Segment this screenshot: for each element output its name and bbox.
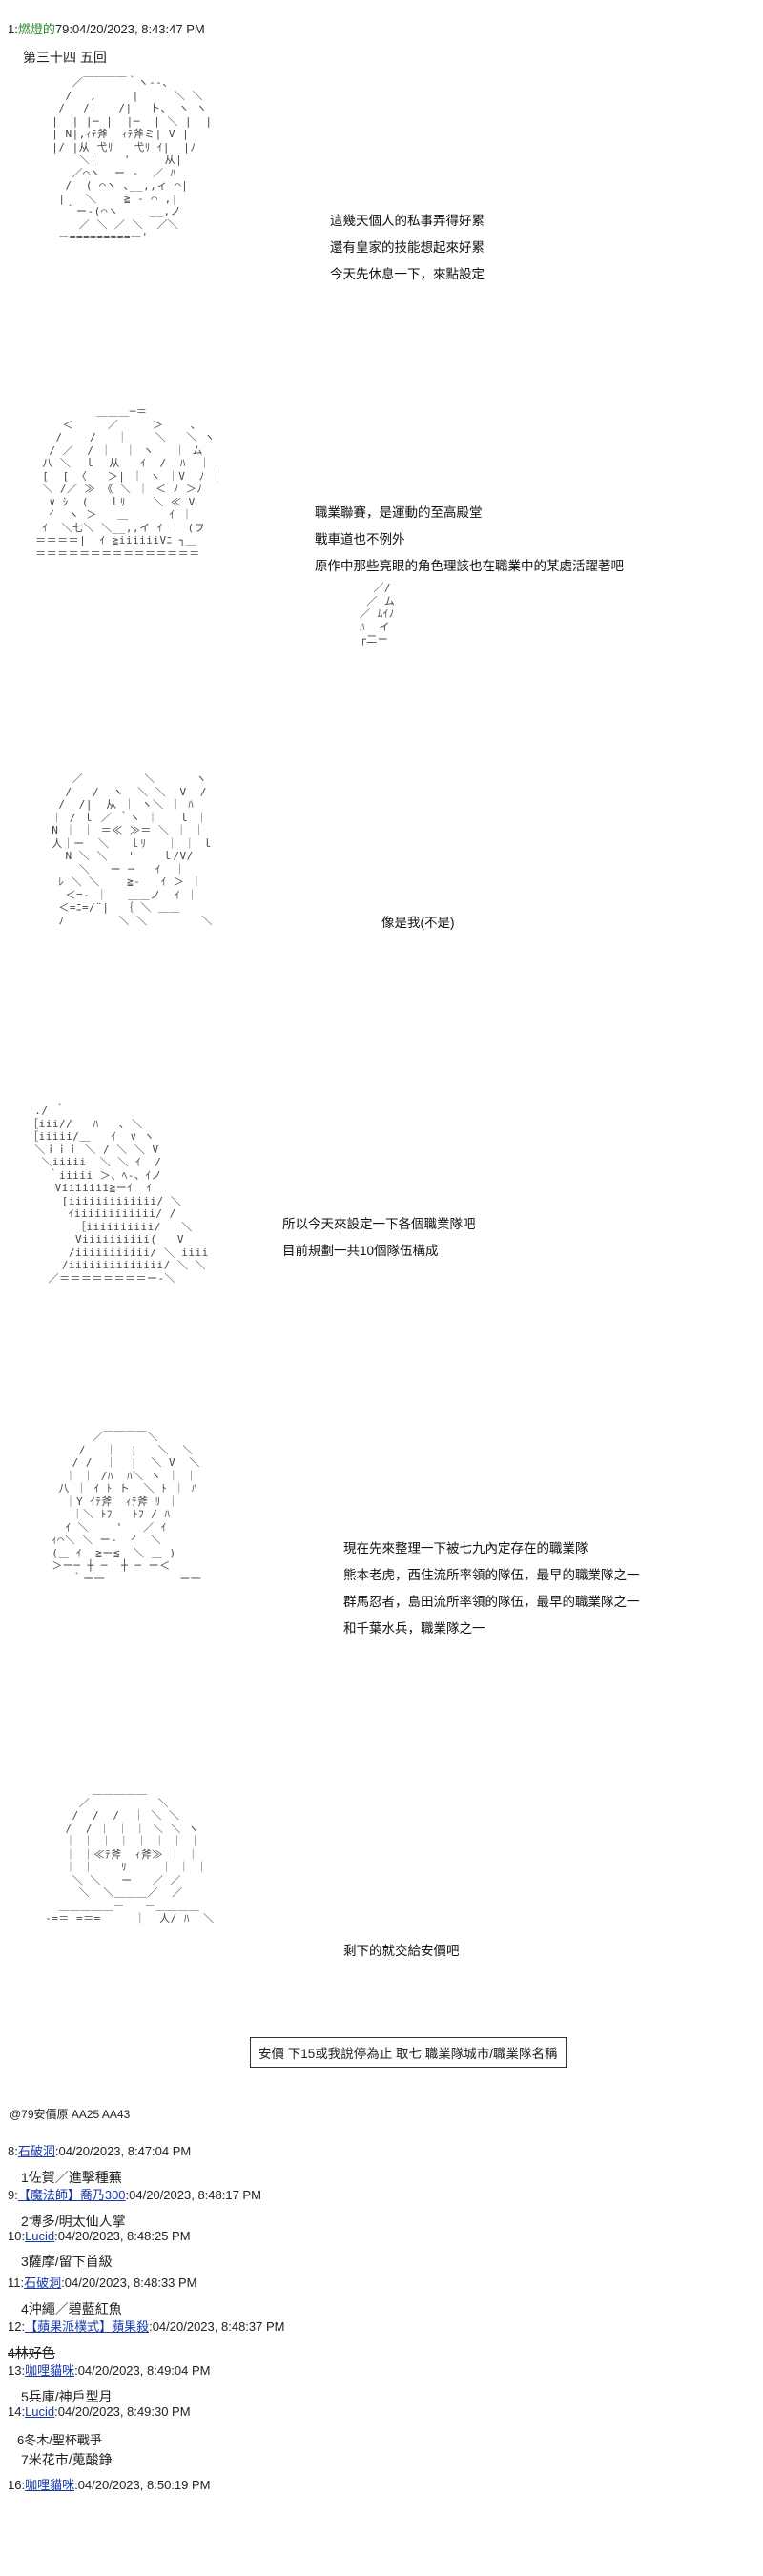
episode-title: 第三十四 五回 — [23, 50, 107, 65]
reply-nick-link[interactable]: Lucid — [25, 2229, 55, 2243]
post-timestamp: :04/20/2023, 8:43:47 PM — [69, 22, 205, 36]
poster-id: 79 — [54, 22, 70, 36]
reply-item: 7米花市/蒐酸錚 — [8, 2450, 752, 2475]
reply-body: 1佐賀／進擊種蕪 — [21, 2170, 122, 2185]
anka-instruction-box: 安價 下15或我說停為止 取七 職業隊城市/職業隊名稱 — [250, 2037, 567, 2068]
ascii-art-figure-6: ＿＿＿＿＿ ／ ＼ / / / ｜ ＼ ＼ / / ｜ ｜ ｜ ＼ ＼ ヽ ｜ … — [45, 1783, 215, 1925]
reply-body-struck: 6冬木/聖杯戰爭 — [17, 2433, 102, 2447]
reply-item: 8:石破洞:04/20/2023, 8:47:04 PM 1佐賀／進擊種蕪 — [8, 2141, 752, 2185]
dialogue-scene-5: 現在先來整理一下被七九內定存在的職業隊 熊本老虎，西住流所率領的隊伍，最早的職業… — [343, 1541, 640, 1636]
post-number: 1: — [8, 22, 18, 36]
dialogue-scene-6: 剩下的就交給安價吧 — [343, 1944, 460, 1958]
reply-nick-link[interactable]: 石破洞 — [24, 2276, 62, 2290]
reply-nick-link[interactable]: 石破洞 — [17, 2144, 55, 2158]
reply-item: 13:咖哩貓咪:04/20/2023, 8:49:04 PM 5兵庫/神戶型月 — [8, 2360, 752, 2404]
dialogue-scene-4: 所以今天來設定一下各個職業隊吧 目前規劃一共10個隊伍構成 — [282, 1217, 476, 1258]
reply-nick-link[interactable]: 咖哩貓咪 — [25, 2363, 75, 2378]
reply-item: 10:Lucid:04/20/2023, 8:48:25 PM 3薩摩/留下首級 — [8, 2229, 752, 2273]
ascii-art-hand: ／/ ／ ム ／ ﾑｲﾉ ﾊ イ ┌二ー — [360, 582, 396, 646]
dialogue-scene-2: 職業聯賽，是運動的至高殿堂 戰車道也不例外 原作中那些亮眼的角色理該也在職業中的… — [315, 505, 624, 573]
post-header: 1:燃燈的79:04/20/2023, 8:43:47 PM — [8, 19, 205, 37]
reply-body: 4林好色 — [8, 2345, 55, 2360]
reply-item: 16:咖哩貓咪:04/20/2023, 8:50:19 PM — [8, 2478, 211, 2492]
reply-body: 5兵庫/神戶型月 — [21, 2389, 113, 2404]
ascii-art-figure-2: ＿＿＿─＝ ＜ ／ ＞ ､ / / ｜ ＼ ＼ ヽ / ／ / ｜ ｜ ヽ ｜ … — [35, 405, 223, 560]
reply-body: 7米花市/蒐酸錚 — [21, 2452, 113, 2467]
reply-nick-link[interactable]: 咖哩貓咪 — [25, 2478, 75, 2492]
dialogue-scene-1: 這幾天個人的私事弄得好累 還有皇家的技能想起來好累 今天先休息一下，來點設定 — [330, 214, 485, 281]
reply-body: 3薩摩/留下首級 — [21, 2254, 113, 2269]
ascii-art-figure-1: ／￣￣￣￣｀ヽ‐-、 / , | ＼ ＼ / /| /| ト、 ヽ ヽ | | … — [52, 76, 213, 243]
footnote: @79安價原 AA25 AA43 — [10, 2108, 131, 2121]
reply-item: 11:石破洞:04/20/2023, 8:48:33 PM 4沖繩／碧藍紅魚 — [8, 2273, 752, 2317]
ascii-art-figure-3: ／ ＼ ヽ / / ヽ ＼ ＼ V / / /| 从 ｜ ヽ＼ ｜ ﾊ ｜ / … — [52, 773, 214, 927]
reply-item: 6冬木/聖杯戰爭 — [8, 2430, 752, 2448]
reply-list: 8:石破洞:04/20/2023, 8:47:04 PM 1佐賀／進擊種蕪 9:… — [8, 2141, 752, 2498]
dialogue-scene-3: 像是我(不是) — [382, 916, 455, 930]
reply-body: 4沖繩／碧藍紅魚 — [21, 2301, 122, 2317]
poster-name-link[interactable]: 燃燈的 — [17, 22, 55, 36]
reply-nick-link[interactable]: Lucid — [25, 2404, 55, 2419]
ascii-art-figure-5: ／￣￣￣￣＼ / ｜ | ＼ ＼ / / ｜ | ＼ V ＼ ｜ ｜ /ﾊ ﾊ＼… — [52, 1431, 202, 1585]
reply-nick-link[interactable]: 【蘋果派樸式】蘋果殺 — [25, 2319, 150, 2334]
reply-item: 12:【蘋果派樸式】蘋果殺:04/20/2023, 8:48:37 PM 4林好… — [8, 2317, 752, 2360]
reply-item: 14:Lucid:04/20/2023, 8:49:30 PM — [8, 2404, 191, 2419]
ascii-art-figure-4: ./ ｀ ［iii// ﾊ ､ ＼ ［iiiii/＿ ｲ ∨ ヽ ＼ｉｉｉ ＼ … — [28, 1104, 209, 1285]
reply-nick-link[interactable]: 【魔法師】喬乃300 — [17, 2188, 126, 2202]
reply-item: 9:【魔法師】喬乃300:04/20/2023, 8:48:17 PM 2博多/… — [8, 2185, 752, 2229]
reply-body: 2博多/明太仙人掌 — [21, 2214, 126, 2229]
